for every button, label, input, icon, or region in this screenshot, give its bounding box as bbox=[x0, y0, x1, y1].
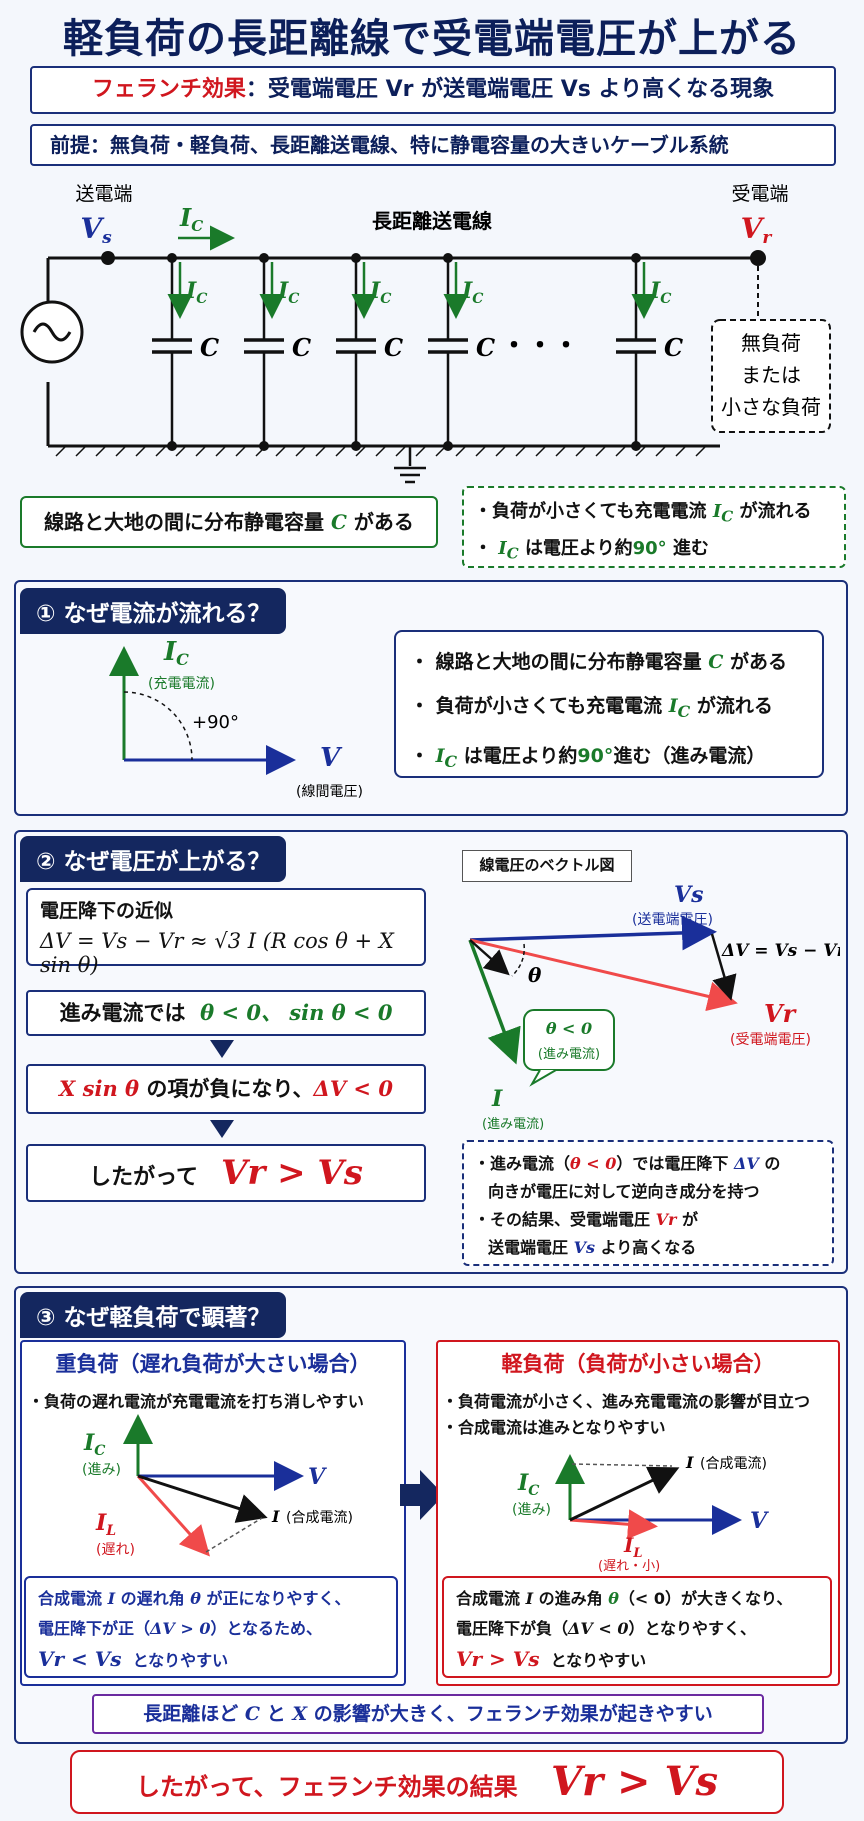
svg-text:θ < 0: θ < 0 bbox=[546, 1019, 592, 1038]
ellipsis: ・・・ bbox=[501, 331, 579, 361]
cap-current-label-2: IC bbox=[277, 278, 299, 307]
svg-text:ΔV = Vs − Vr: ΔV = Vs − Vr bbox=[721, 941, 840, 961]
charging-current-note: ・負荷が小さくても充電電流 IC が流れる ・ IC は電圧より約90° 進む bbox=[462, 486, 846, 568]
section-3-tag: ③ なぜ軽負荷で顕著？ bbox=[20, 1292, 287, 1338]
svg-text:(線間電圧): (線間電圧) bbox=[296, 784, 363, 800]
section-2-notes: ・進み電流（θ < 0）では電圧降下 ΔV の 向きが電圧に対して逆向き成分を持… bbox=[462, 1140, 834, 1266]
svg-text:(進み電流): (進み電流) bbox=[482, 1117, 544, 1132]
circuit-diagram: 送電端 Vs 受電端 Vr 長距離送電線 IC IC IC IC IC IC C… bbox=[20, 183, 831, 484]
svg-text:θ: θ bbox=[528, 963, 542, 987]
cap-current-label-1: IC bbox=[185, 278, 207, 307]
cap-label-1: C bbox=[200, 333, 219, 362]
load-box bbox=[711, 319, 831, 433]
definition-term: フェランチ効果 bbox=[91, 77, 246, 102]
ground-hatch bbox=[55, 445, 707, 457]
cap-label-3: C bbox=[384, 333, 403, 362]
load-line-3: 小さな負荷 bbox=[721, 395, 821, 419]
capacitor-2 bbox=[244, 253, 285, 451]
svg-text:(合成電流): (合成電流) bbox=[700, 1456, 767, 1472]
capacitor-3 bbox=[336, 253, 377, 451]
definition-text: 受電端電圧 Vr が送電端電圧 Vs より高くなる現象 bbox=[267, 77, 775, 102]
svg-text:V: V bbox=[308, 1464, 327, 1490]
cap-label-4: C bbox=[476, 333, 495, 362]
svg-text:+90°: +90° bbox=[192, 712, 239, 733]
load-line-1: 無負荷 bbox=[741, 331, 801, 355]
premise-text: 前提：無負荷・軽負荷、長距離送電線、特に静電容量の大きいケーブル系統 bbox=[50, 133, 729, 157]
approx-formula: ΔV = Vs − Vr ≈ √3 I (R cos θ + X sin θ) bbox=[40, 929, 394, 977]
page-title: 軽負荷の長距離線で受電端電圧が上がる bbox=[63, 16, 801, 62]
svg-text:IC: IC bbox=[517, 1470, 539, 1499]
svg-text:IC: IC bbox=[83, 1430, 105, 1459]
light-title: 軽負荷（負荷が小さい場合） bbox=[501, 1352, 775, 1376]
premise-box: 前提：無負荷・軽負荷、長距離送電線、特に静電容量の大きいケーブル系統 bbox=[30, 124, 836, 166]
vector-title: 線電圧のベクトル図 bbox=[462, 850, 632, 882]
svg-text:I: I bbox=[271, 1507, 280, 1526]
light-bullet-1: ・負荷電流が小さく、進み充電電流の影響が目立つ bbox=[442, 1392, 811, 1411]
line-current-label: IC bbox=[179, 203, 203, 235]
ground-icon bbox=[394, 446, 426, 484]
svg-text:V: V bbox=[320, 743, 343, 773]
cap-label-5: C bbox=[664, 333, 683, 362]
section-1-tag: ① なぜ電流が流れる？ bbox=[20, 588, 287, 634]
svg-text:IL: IL bbox=[623, 1533, 643, 1561]
heavy-bullet: ・負荷の遅れ電流が充電電流を打ち消しやすい bbox=[28, 1392, 364, 1411]
svg-text:IL: IL bbox=[95, 1510, 116, 1539]
capacitor-1 bbox=[152, 253, 193, 451]
svg-text:(進み): (進み) bbox=[512, 1502, 551, 1518]
approx-box: 電圧降下の近似 ΔV = Vs − Vr ≈ √3 I (R cos θ + X… bbox=[26, 888, 426, 977]
step-1: 進み電流では θ < 0、 sin θ < 0 bbox=[26, 990, 426, 1036]
svg-text:(受電端電圧): (受電端電圧) bbox=[730, 1032, 811, 1048]
sine-wave-icon bbox=[32, 322, 72, 342]
load-line-2: または bbox=[741, 363, 801, 387]
svg-text:Vr: Vr bbox=[764, 999, 798, 1028]
sending-label: 送電端 bbox=[75, 183, 132, 205]
definition-sep: ： bbox=[245, 77, 268, 102]
heavy-title: 重負荷（遅れ負荷が大さい場合） bbox=[55, 1352, 371, 1376]
cap-current-label-5: IC bbox=[649, 278, 671, 307]
svg-text:(合成電流): (合成電流) bbox=[286, 1510, 353, 1526]
receiving-label: 受電端 bbox=[731, 183, 788, 205]
capacitor-5 bbox=[616, 253, 657, 451]
svg-text:V: V bbox=[750, 1508, 769, 1534]
light-bullet-2: ・合成電流は進みとなりやすい bbox=[442, 1418, 666, 1437]
svg-text:I: I bbox=[491, 1086, 503, 1112]
cap-current-label-3: IC bbox=[369, 278, 391, 307]
distance-note: 長距離ほど C と X の影響が大きく、フェランチ効果が起きやすい bbox=[92, 1694, 764, 1734]
svg-text:(進み電流): (進み電流) bbox=[538, 1047, 600, 1062]
svg-text:(送電端電圧): (送電端電圧) bbox=[632, 912, 713, 928]
receiving-node bbox=[750, 250, 766, 266]
arrow-down-icon-2 bbox=[210, 1120, 234, 1138]
svg-text:(遅れ・小): (遅れ・小) bbox=[598, 1559, 660, 1574]
svg-text:(進み): (進み) bbox=[82, 1462, 121, 1478]
capacitor-4 bbox=[428, 253, 469, 451]
heavy-vector: IC (進み) V IL (遅れ) I (合成電流) bbox=[82, 1414, 353, 1558]
step-2: X sin θ の項が負になり、ΔV < 0 bbox=[26, 1064, 426, 1114]
arrow-down-icon-1 bbox=[210, 1040, 234, 1058]
light-vector: IC (進み) I (合成電流) V IL (遅れ・小) bbox=[512, 1453, 769, 1574]
section-1-bullets: ・ 線路と大地の間に分布静電容量 C がある ・ 負荷が小さくても充電電流 IC… bbox=[394, 630, 824, 778]
svg-text:I: I bbox=[685, 1453, 694, 1472]
section-1-vector: IC (充電電流) +90° V (線間電圧) bbox=[109, 637, 363, 800]
svg-text:Vs: Vs bbox=[674, 882, 703, 908]
sending-symbol: Vs bbox=[80, 212, 112, 248]
cap-label-2: C bbox=[292, 333, 311, 362]
cap-current-label-4: IC bbox=[461, 278, 483, 307]
heavy-conclusion: 合成電流 I の遅れ角 θ が正になりやすく、 電圧降下が正（ΔV > 0）とな… bbox=[24, 1576, 398, 1678]
line-label: 長距離送電線 bbox=[372, 209, 492, 233]
voltage-vector-diagram: Vs (送電端電圧) ΔV = Vs − Vr θ Vr (受電端電圧) θ <… bbox=[468, 882, 840, 1132]
capacitance-note: 線路と大地の間に分布静電容量 C がある bbox=[20, 496, 438, 548]
section-2-tag: ② なぜ電圧が上がる？ bbox=[20, 836, 287, 882]
final-conclusion: したがって、フェランチ効果の結果 Vr > Vs bbox=[70, 1750, 784, 1814]
sending-node bbox=[101, 251, 115, 265]
svg-text:IC: IC bbox=[163, 637, 189, 669]
svg-text:(遅れ): (遅れ) bbox=[96, 1542, 135, 1558]
receiving-symbol: Vr bbox=[741, 212, 773, 248]
svg-text:(充電電流): (充電電流) bbox=[148, 676, 215, 692]
definition-box: フェランチ効果：受電端電圧 Vr が送電端電圧 Vs より高くなる現象 bbox=[30, 66, 836, 114]
light-conclusion: 合成電流 I の進み角 θ（< 0）が大きくなり、 電圧降下が負（ΔV < 0）… bbox=[442, 1576, 832, 1678]
step-3: したがって Vr > Vs bbox=[26, 1144, 426, 1202]
